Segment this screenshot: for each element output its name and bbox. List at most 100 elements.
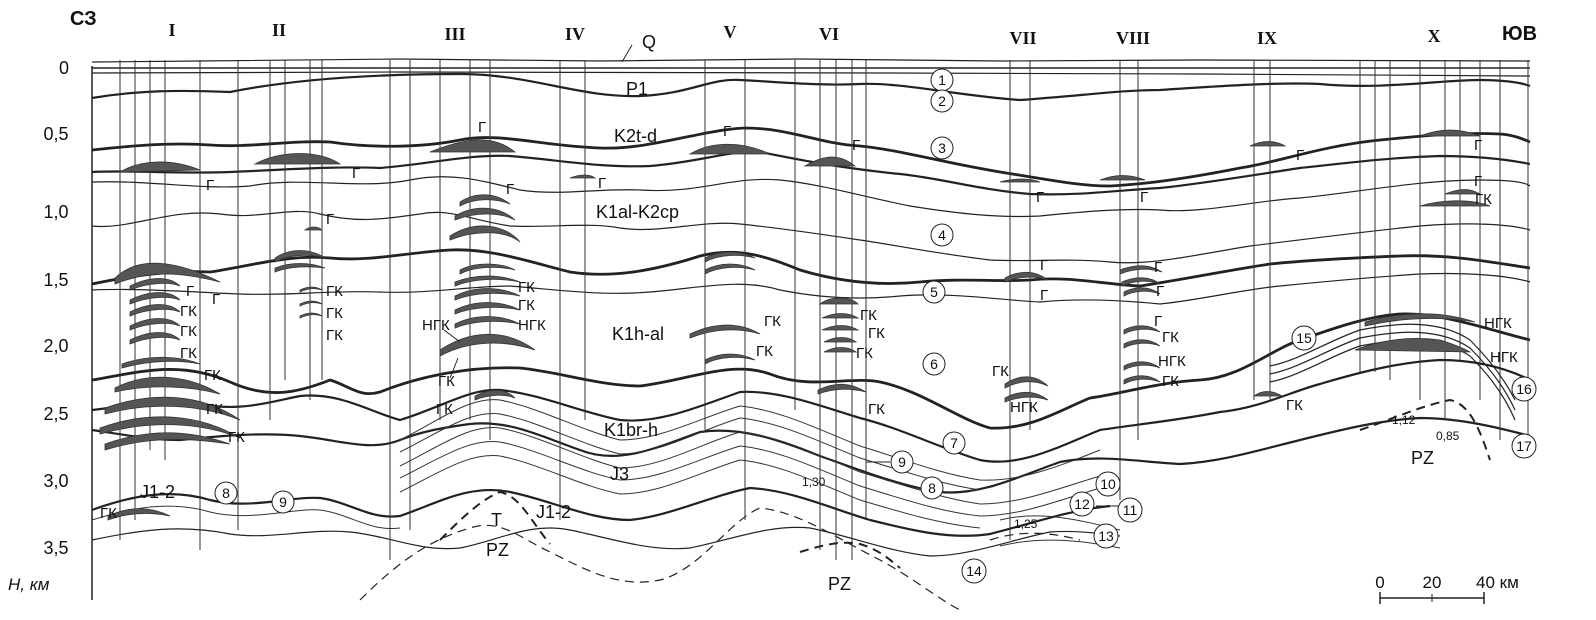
strat-label-q: Q [642,32,656,52]
ngk-leader-line [443,329,461,343]
oil-gas-condensate-deposit [1004,391,1049,403]
depth-tick-label: 2,0 [43,336,68,356]
gas-condensate-label: ГК [868,401,885,418]
gas-deposit [303,226,323,231]
scale-bar-label: 40 км [1476,573,1519,592]
oil-gas-condensate-label: НГК [422,317,450,334]
gas-deposit [1249,141,1287,147]
depth-tick-label: 0 [59,58,69,78]
gas-condensate-label: ГК [518,297,535,314]
svg-text:4: 4 [938,227,946,243]
gas-condensate-label: ГК [204,367,221,384]
gas-label: Г [1154,313,1162,330]
circled-number: 8 [214,481,238,505]
circled-number: 12 [1069,491,1095,517]
horizon-lines [91,72,1531,557]
gas-condensate-deposit [1004,376,1049,389]
depth-tick-label: 2,5 [43,404,68,424]
circled-number: 4 [930,223,954,247]
svg-text:3: 3 [938,140,946,156]
strat-label-j12: J1-2 [140,482,175,502]
oil-gas-condensate-label: НГК [518,317,546,334]
oil-gas-condensate-deposit [1123,361,1161,371]
strat-label-k2td: K2t-d [614,126,657,146]
gas-deposit [118,161,201,173]
gas-condensate-deposit [817,383,867,395]
gas-deposit [449,225,521,243]
thin-layer-line [399,399,1101,481]
gas-deposit [429,139,517,153]
gas-condensate-label: ГК [326,283,343,300]
horizon-k1brh-top-line [91,358,1531,463]
horizon-k2-base-line [91,150,1531,196]
gas-condensate-label: ГК [868,325,885,342]
svg-text:7: 7 [950,435,958,451]
svg-text:9: 9 [898,454,906,470]
gas-label: Г [212,291,220,308]
gas-condensate-deposit [1354,338,1472,353]
gas-label: Г [598,175,606,192]
gas-condensate-deposit [129,304,181,317]
depth-tick-label: 0,5 [43,124,68,144]
deposit-type-labels: Г Г Г Г Г Г Г Г Г Г Г ГК Г Г Г Г ГК ГК Г… [100,119,1518,522]
gas-condensate-label: ГК [436,401,453,418]
numeric-annotations: 1,30 1,25 1,12 0,85 [802,413,1460,531]
slope-line [1269,339,1516,421]
gas-condensate-deposit [1364,313,1476,327]
depth-tick-label: 1,0 [43,202,68,222]
gas-condensate-label: ГК [438,373,455,390]
strat-label-p1: P1 [626,79,648,99]
gas-label: Г [206,177,214,194]
gas-deposit [454,207,516,221]
oil-gas-condensate-label: НГК [1490,349,1518,366]
gas-condensate-deposit [823,347,858,353]
strat-label-t: T [491,510,502,530]
profile-labels: I II III IV V VI VII VIII IX X [168,20,1440,48]
gas-condensate-deposit [1123,339,1161,349]
strat-label-k1br-h: K1br-h [604,420,658,440]
circled-number: 6 [922,352,946,376]
top-surface-line [91,58,1531,63]
gas-condensate-label: ГК [1475,191,1492,208]
gas-deposit [1004,271,1049,283]
svg-text:10: 10 [1100,476,1116,492]
gas-deposit [1099,175,1146,181]
oil-gas-condensate-label: НГК [1158,353,1186,370]
svg-text:16: 16 [1516,381,1532,397]
gas-deposit [999,178,1041,183]
circled-number: 13 [1093,523,1119,549]
strat-label-k1al-k2cp: K1al-K2cp [596,202,679,222]
svg-text:13: 13 [1098,528,1114,544]
svg-text:12: 12 [1074,496,1090,512]
thin-layer-line [399,454,981,529]
circled-numbers: 1 2 3 4 5 6 7 8 9 8 9 10 11 12 13 14 15 … [214,68,1537,584]
gas-condensate-label: ГК [1162,329,1179,346]
gas-label: Г [1040,257,1048,274]
svg-text:14: 14 [966,563,982,579]
dashed-line [989,532,1081,541]
gas-condensate-deposit [454,316,521,329]
gas-condensate-label: ГК [1286,397,1303,414]
profile-label: II [272,20,286,40]
gas-deposit [569,174,597,179]
gas-condensate-label: ГК [756,343,773,360]
svg-text:6: 6 [930,356,938,372]
gas-condensate-deposit [689,324,761,339]
gas-deposit [704,263,756,275]
circled-number: 1 [930,68,954,92]
gas-condensate-deposit [823,337,858,343]
scale-bar-label: 20 [1423,573,1442,592]
gas-deposit [1419,200,1491,207]
svg-text:2: 2 [938,93,946,109]
depth-tick-label: 3,0 [43,471,68,491]
gas-condensate-label: ГК [100,505,117,522]
profile-label: IV [565,24,585,44]
svg-text:8: 8 [222,485,230,501]
horizon-thin-2-line [91,210,1531,264]
scale-bar-label: 0 [1375,573,1384,592]
circled-number: 17 [1511,433,1537,459]
depth-unit-label: H, км [8,575,50,594]
strat-label-pz: PZ [1411,448,1434,468]
gas-deposit [1123,287,1161,297]
